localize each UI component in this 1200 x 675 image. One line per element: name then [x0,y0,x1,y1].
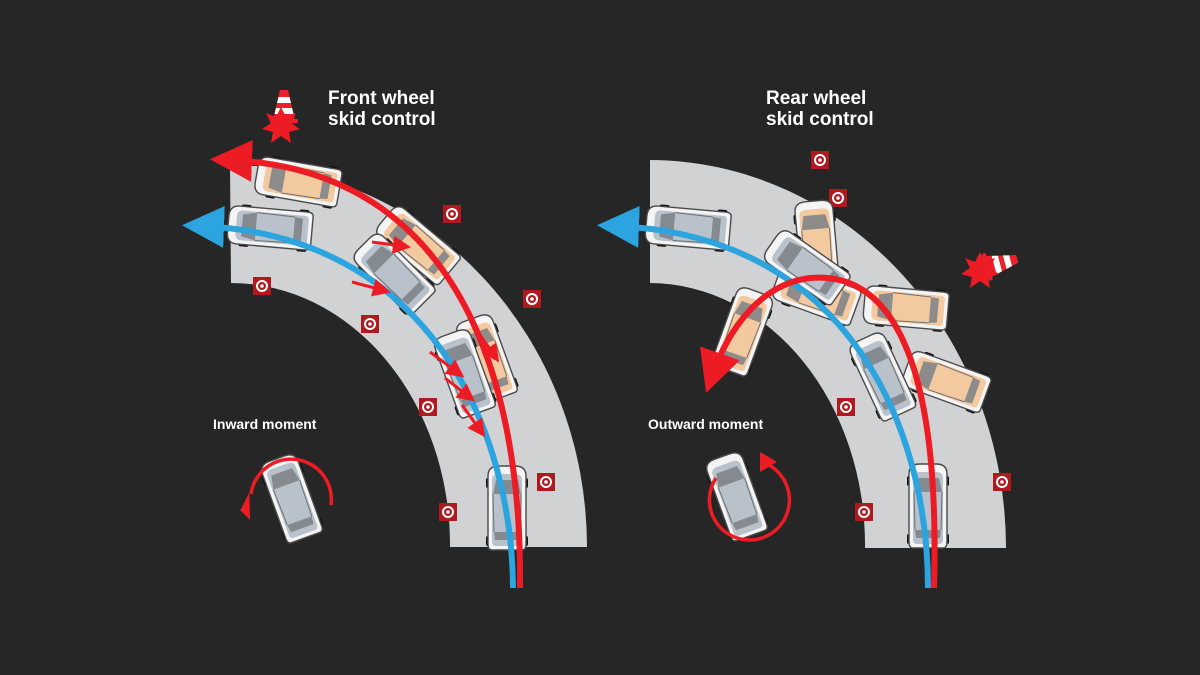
rotation-arrow-icon [249,457,334,506]
road-curve-left [230,165,587,547]
controlled-path-arrow [182,205,516,589]
skid-path-arrow [700,274,938,589]
rear-panel-title: Rear wheel skid control [766,88,874,130]
outward-moment-label: Outward moment [648,416,764,432]
drift-force-arrows [351,235,500,438]
road-curve-right [650,160,1006,548]
front-wheel-panel [182,90,587,589]
skid-path-arrow [210,139,524,589]
rear-wheel-panel [597,151,1021,589]
inward-moment-label: Inward moment [213,416,317,432]
front-panel-title: Front wheel skid control [328,88,436,130]
controlled-path-arrow [597,205,931,589]
rotation-arrowhead [760,452,777,472]
rotation-arrow-icon [707,460,792,542]
rotation-arrowhead [240,492,251,520]
collision-burst-icon [262,107,300,143]
